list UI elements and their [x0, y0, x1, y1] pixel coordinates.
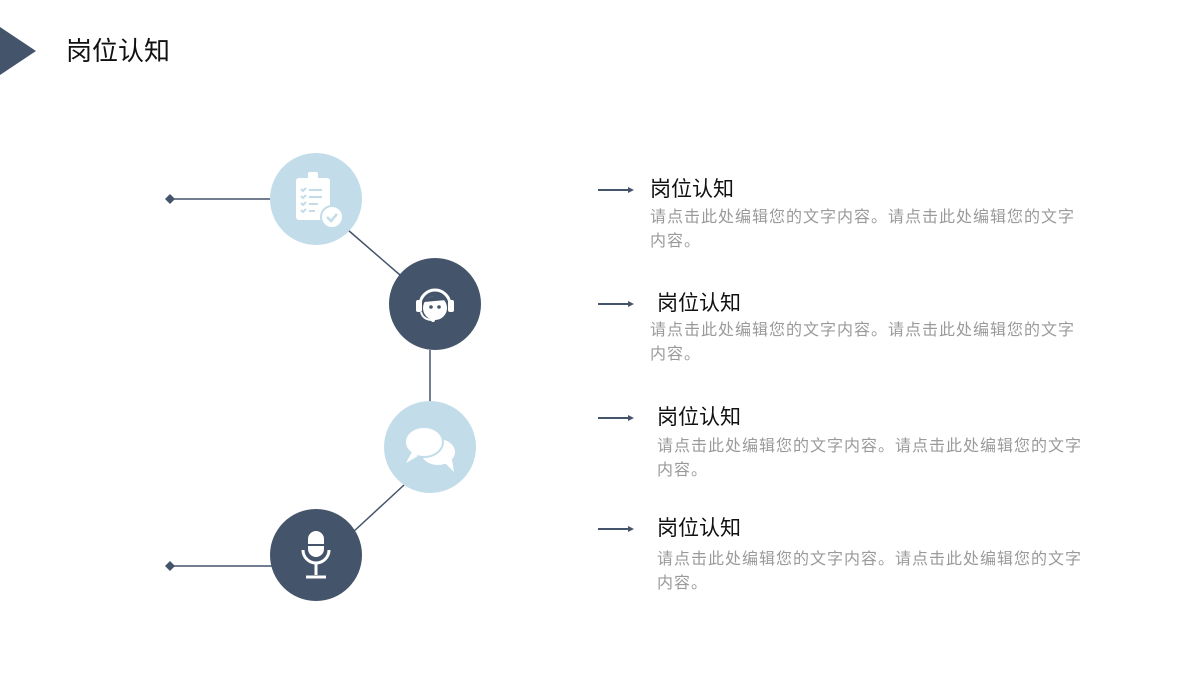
node-clipboard	[270, 153, 362, 245]
headset-agent-icon	[416, 288, 454, 322]
node-chat	[384, 401, 476, 493]
arrow-right-icon	[598, 187, 634, 193]
item-description: 请点击此处编辑您的文字内容。请点击此处编辑您的文字内容。	[650, 320, 1076, 363]
clipboard-check-icon	[296, 172, 344, 229]
diamond-marker-bottom	[165, 561, 175, 571]
arrow-right-icon	[598, 301, 634, 307]
item-description: 请点击此处编辑您的文字内容。请点击此处编辑您的文字内容。	[657, 549, 1083, 592]
item-title: 岗位认知	[657, 516, 741, 540]
diamond-marker-top	[165, 194, 175, 204]
item-title: 岗位认知	[657, 405, 741, 429]
item-description: 请点击此处编辑您的文字内容。请点击此处编辑您的文字内容。	[657, 436, 1083, 479]
item-description: 请点击此处编辑您的文字内容。请点击此处编辑您的文字内容。	[650, 207, 1076, 250]
node-microphone	[270, 509, 362, 601]
title-triangle-marker	[0, 27, 36, 75]
item-title: 岗位认知	[657, 291, 741, 315]
microphone-icon	[301, 531, 331, 579]
chat-bubbles-icon	[404, 426, 455, 472]
arrow-right-icon	[598, 415, 634, 421]
item-title: 岗位认知	[650, 177, 734, 201]
node-headset	[389, 258, 481, 350]
page-title: 岗位认知	[66, 37, 171, 67]
arrow-right-icon	[598, 526, 634, 532]
connector-lines	[170, 198, 431, 567]
